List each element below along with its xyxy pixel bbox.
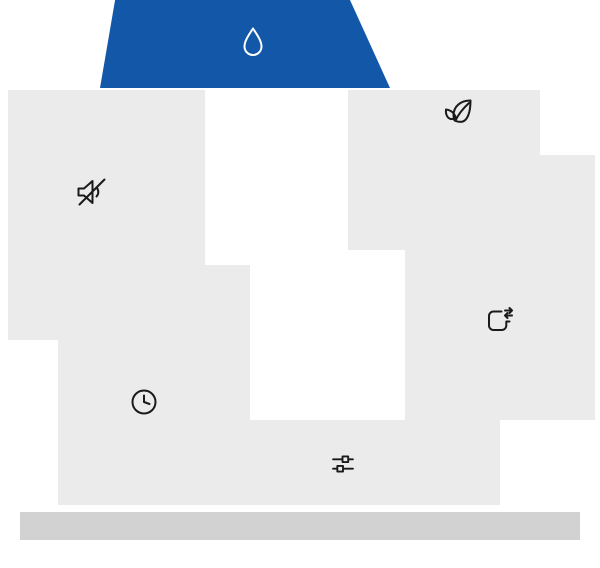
tile-settings[interactable] [205,420,500,505]
clock-icon [131,389,157,415]
sliders-icon [332,455,354,473]
water-drop-icon [243,27,263,56]
header-banner[interactable] [100,0,390,88]
plug-sync-icon [488,307,513,331]
tile-power-transfer[interactable] [405,155,595,420]
bottom-bar [20,512,580,540]
speaker-muted-icon [77,178,106,206]
leaf-icon [444,99,472,123]
